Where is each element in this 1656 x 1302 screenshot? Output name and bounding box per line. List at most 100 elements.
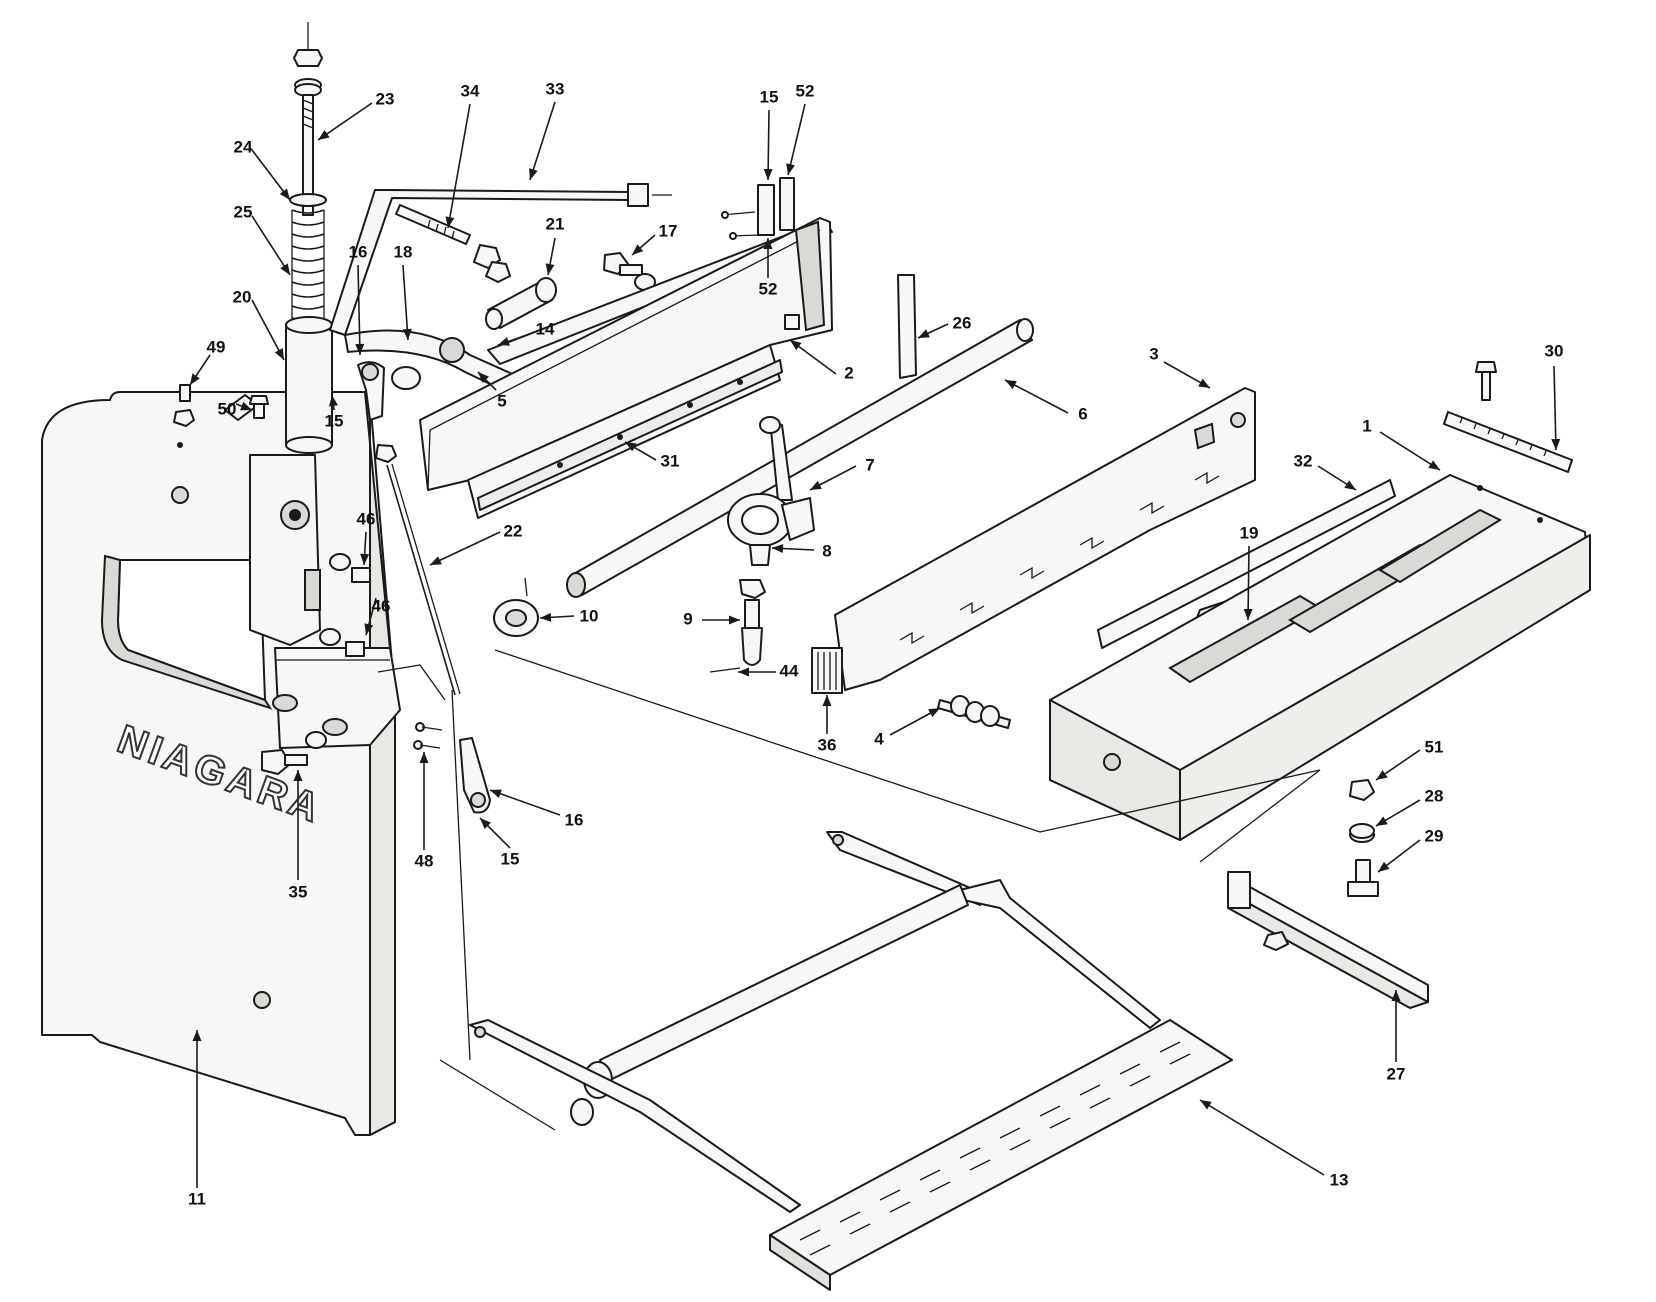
- callout-13: 13: [1330, 1170, 1349, 1189]
- leader-c-30: [1553, 365, 1557, 451]
- callout-24: 24: [234, 137, 253, 156]
- callout-35: 35: [289, 882, 308, 901]
- end-block-36-part: [811, 647, 843, 694]
- callout-52-top: 52: [796, 81, 815, 100]
- callout-27: 27: [1387, 1064, 1406, 1083]
- callout-1: 1: [1362, 416, 1371, 435]
- arrowhead-c-15a: [328, 395, 338, 407]
- blade-31-part: [467, 344, 783, 519]
- leader-c-16b: [489, 789, 561, 816]
- callout-29: 29: [1425, 826, 1444, 845]
- callout-36: 36: [818, 735, 837, 754]
- callout-15-top: 15: [760, 87, 779, 106]
- callout-34: 34: [461, 81, 480, 100]
- callout-30: 30: [1545, 341, 1564, 360]
- callout-52-lower: 52: [759, 279, 778, 298]
- arrowhead-c-9: [729, 615, 740, 625]
- leader-c-19: [1247, 545, 1250, 621]
- arrowhead-c-30: [1551, 438, 1561, 450]
- arrowhead-c-20: [274, 348, 284, 360]
- callout-23: 23: [376, 89, 395, 108]
- gauge-bar-32-part: [1097, 479, 1396, 649]
- arrowhead-c-28: [1376, 816, 1388, 826]
- back-bar-3-part: [834, 387, 1256, 691]
- leader-c-52a: [787, 103, 806, 176]
- arrowhead-c-52b: [763, 238, 773, 249]
- bolt-17-part: [603, 252, 656, 291]
- callout-7: 7: [865, 455, 874, 474]
- arrowhead-c-3: [1198, 378, 1210, 388]
- arrowhead-c-25: [280, 263, 290, 275]
- arrowhead-c-22: [430, 556, 442, 565]
- callout-44: 44: [780, 661, 799, 680]
- arrowhead-c-44: [738, 667, 749, 677]
- arrowhead-c-14: [498, 337, 510, 346]
- assembly-reference-lines: [377, 649, 1321, 1131]
- scale-30-part: [1443, 361, 1573, 473]
- arrowhead-c-16a: [355, 343, 365, 355]
- callout-31: 31: [661, 451, 680, 470]
- link-arm-16-upper: [357, 361, 421, 421]
- collar-10-part: [493, 577, 539, 637]
- callout-51: 51: [1425, 737, 1444, 756]
- callout-5: 5: [497, 391, 506, 410]
- rod-33-part: [329, 183, 672, 336]
- bolt-4-part: [937, 695, 1011, 729]
- leader-lines: [189, 101, 1561, 1188]
- pin-plate-group: [721, 177, 795, 240]
- callout-28: 28: [1425, 786, 1444, 805]
- arrowhead-c-4: [928, 708, 940, 718]
- callout-48: 48: [415, 851, 434, 870]
- side-frame-part: NIAGARA: [41, 391, 401, 1136]
- rail-27-part: [1227, 871, 1429, 1009]
- blade-frame-part: [419, 217, 833, 491]
- arrowhead-c-19: [1243, 608, 1253, 620]
- arrowhead-c-50: [240, 401, 252, 411]
- callout-19: 19: [1240, 523, 1259, 542]
- callout-26: 26: [953, 313, 972, 332]
- arrowhead-c-29: [1378, 861, 1390, 872]
- arrowhead-c-49: [190, 373, 200, 385]
- arrowhead-c-31: [625, 442, 637, 452]
- callout-32: 32: [1294, 451, 1313, 470]
- callout-18: 18: [394, 242, 413, 261]
- leader-c-15b: [767, 109, 770, 181]
- callout-4: 4: [874, 729, 884, 748]
- arrowhead-c-17: [632, 244, 644, 255]
- stud-34-part: [395, 204, 511, 283]
- foot-treadle-13-part: [469, 831, 1233, 1291]
- arrowhead-c-46b: [364, 623, 374, 635]
- fastener-group: [173, 384, 443, 775]
- arrowhead-c-48: [419, 752, 429, 763]
- arrowhead-c-10: [540, 612, 552, 622]
- arrowhead-c-24: [279, 188, 290, 200]
- shaft-6-part: [566, 318, 1034, 598]
- leader-c-6: [1004, 379, 1069, 414]
- arrowhead-c-23: [318, 130, 330, 140]
- callout-14: 14: [536, 319, 555, 338]
- nut-washer-stud-group: [1347, 779, 1379, 897]
- arrowhead-c-15b: [763, 168, 773, 180]
- callout-21: 21: [546, 214, 565, 233]
- arrowhead-c-1: [1428, 460, 1440, 470]
- callout-16-upper: 16: [349, 242, 368, 261]
- arrowhead-c-5: [478, 372, 489, 383]
- leader-c-16a: [357, 264, 361, 356]
- arrowhead-c-33: [529, 168, 538, 180]
- callout-25: 25: [234, 202, 253, 221]
- callout-20: 20: [233, 287, 252, 306]
- arrowhead-c-52a: [786, 163, 795, 175]
- arrowhead-c-11: [192, 1030, 202, 1041]
- column-bracket-part: [249, 454, 321, 646]
- arrowhead-c-16b: [490, 789, 502, 798]
- leader-c-22: [429, 531, 501, 566]
- callout-11: 11: [188, 1189, 206, 1208]
- pin-21-part: [485, 277, 557, 330]
- arrowhead-c-21: [545, 263, 555, 275]
- arrowhead-c-46a: [360, 553, 370, 565]
- gib-26-part: [897, 274, 917, 379]
- leader-c-13: [1199, 1099, 1325, 1176]
- arrowhead-c-26: [918, 329, 930, 338]
- callout-16-lower: 16: [565, 810, 584, 829]
